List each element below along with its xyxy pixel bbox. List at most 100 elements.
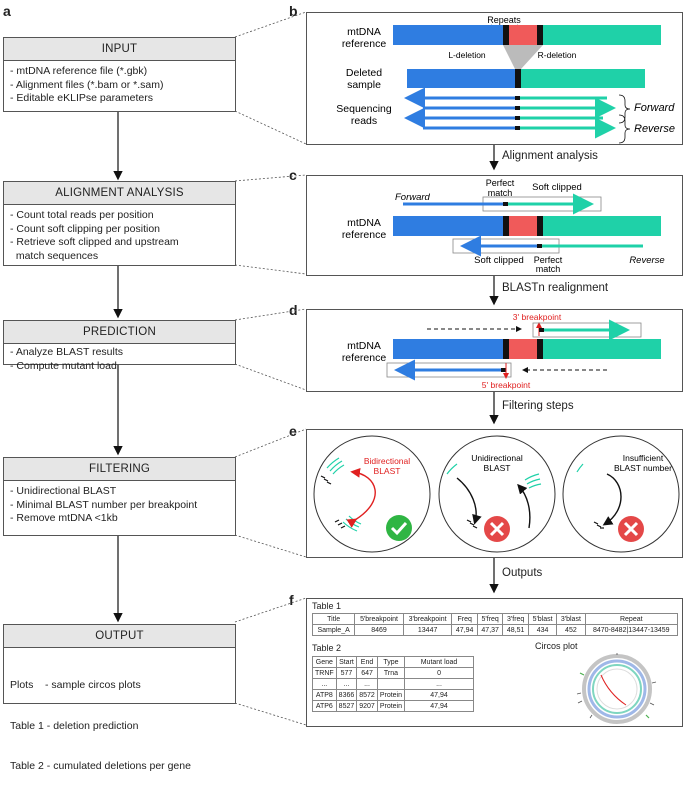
mtdna-label: mtDNA — [347, 340, 381, 352]
pipeline-item: Table 1 - deletion prediction — [10, 719, 139, 732]
deleted-repeat — [515, 69, 521, 88]
pipeline-item: Plots - sample circos plots — [10, 679, 141, 691]
table-row: ATP6 8527 9207 Protein 47,94 — [312, 700, 475, 712]
table2-cell: 9207 — [356, 700, 378, 712]
pipeline-title: FILTERING — [4, 458, 235, 481]
table2-cell: 0 — [404, 667, 475, 679]
panel-d-diagram: 3' breakpoint mtDNA reference 5' breakpo… — [342, 312, 661, 390]
table1-header: Title — [311, 613, 356, 625]
breakpoint-5-label: 5' breakpoint — [482, 380, 531, 390]
table1-header: 3'freq — [502, 613, 529, 625]
pipeline-box-alignment: ALIGNMENT ANALYSIS - Count total reads p… — [3, 181, 236, 266]
pipeline-item: - Retrieve soft clipped and upstream — [10, 236, 179, 248]
reference-blue-segment — [393, 25, 503, 45]
unidirectional-label: Unidirectional — [471, 453, 523, 463]
deletion-wedge — [503, 45, 543, 69]
pipeline-box-input: INPUT - mtDNA reference file (*.gbk) - A… — [3, 37, 236, 112]
perfect-label-bottom: Perfect — [534, 255, 563, 265]
soft-clipped-top: Soft clipped — [532, 182, 582, 193]
table1-header: 5'breakpoint — [354, 613, 404, 625]
panel-b-diagram: Repeats mtDNA reference L-deletion R-del… — [336, 15, 675, 144]
table2-cell: ... — [312, 678, 337, 690]
repeat-left — [503, 25, 509, 45]
panel-f: Table 1 Title 5'breakpoint 3'breakpoint … — [306, 598, 683, 727]
table2-cell: ... — [404, 678, 475, 690]
blast-number-label: BLAST number — [614, 463, 672, 473]
table2-cell: 47,94 — [404, 689, 475, 701]
sample-label: sample — [347, 79, 381, 91]
step-label: BLASTn realignment — [502, 282, 609, 294]
table2-header: Type — [376, 656, 406, 668]
pipeline-item: - Compute mutant load — [10, 359, 117, 372]
table1-header: 5'blast — [527, 613, 558, 625]
table1-cell: 13447 — [402, 624, 453, 636]
pipeline-box-prediction: PREDICTION - Analyze BLAST results - Com… — [3, 320, 236, 372]
pipeline-item: - Analyze BLAST results — [10, 346, 124, 358]
match-label-bottom: match — [536, 264, 561, 274]
table1-header: 3'breakpoint — [402, 613, 453, 625]
sequencing-label: Sequencing — [336, 103, 392, 115]
table1-header: 5'freq — [476, 613, 504, 625]
table2-cell: ATP6 — [312, 700, 337, 712]
bidirectional-blast-label: BLAST — [374, 466, 401, 476]
table2-title: Table 2 — [312, 643, 342, 653]
panel-label-f: f — [289, 592, 294, 608]
table2: Gene Start End Type Mutant load TRNF 577… — [312, 656, 475, 712]
table2-cell: Trna — [376, 667, 406, 679]
panel-label-d: d — [289, 302, 298, 318]
panel-label-b: b — [289, 3, 298, 19]
table2-cell: 577 — [335, 667, 358, 679]
pipeline-item: match sequences — [10, 249, 99, 262]
unidirectional-blast-label: BLAST — [484, 463, 511, 473]
table2-header: End — [356, 656, 378, 668]
table2-header: Start — [335, 656, 358, 668]
unidirectional-circle — [438, 435, 556, 553]
pipeline-item: - Minimal BLAST number per breakpoint — [10, 498, 198, 511]
table2-cell: 8572 — [356, 689, 378, 701]
soft-clipped-bottom: Soft clipped — [474, 255, 524, 266]
table2-cell: Protein — [376, 689, 406, 701]
table1-cell: 48,51 — [502, 624, 529, 636]
step-label: Filtering steps — [502, 400, 574, 412]
table2-cell: 8527 — [335, 700, 358, 712]
bidirectional-circle — [313, 435, 431, 553]
deleted-label: Deleted — [346, 67, 382, 79]
circos-plot — [576, 653, 657, 724]
panel-label-a: a — [3, 3, 11, 19]
check-icon — [386, 515, 412, 541]
table1-title: Table 1 — [312, 601, 342, 611]
reference-red-segment — [503, 25, 537, 45]
pipeline-item: Table 2 - cumulated deletions per gene — [10, 760, 191, 772]
l-deletion-label: L-deletion — [448, 50, 486, 60]
panel-c-diagram: Perfect match Soft clipped Forward mtDNA… — [342, 178, 665, 274]
pipeline-item: - Count soft clipping per position — [10, 222, 160, 235]
breakpoint-3-label: 3' breakpoint — [513, 312, 562, 322]
table-row: ATP8 8366 8572 Protein 47,94 — [312, 689, 475, 701]
table2-cell: ATP8 — [312, 689, 337, 701]
table2-header: Gene — [312, 656, 337, 668]
panel-e: Bidirectional BLAST Unidirectional BLAST… — [306, 429, 683, 558]
reads-label: reads — [351, 115, 377, 127]
table1-cell: 47,94 — [451, 624, 478, 636]
bidirectional-label: Bidirectional — [364, 456, 410, 466]
mtdna-label: mtDNA — [347, 217, 381, 229]
table-row: Sample_A 8469 13447 47,94 47,37 48,51 43… — [311, 624, 679, 636]
reverse-label: Reverse — [634, 123, 675, 135]
connector-layer — [113, 11, 499, 726]
panel-label-c: c — [289, 167, 297, 183]
mtdna-label: mtDNA — [347, 26, 381, 38]
pipeline-box-output: OUTPUT Plots - sample circos plots Table… — [3, 624, 236, 772]
panel-c: Perfect match Soft clipped Forward mtDNA… — [306, 175, 683, 276]
pipeline-item: - Editable eKLIPse parameters — [10, 92, 153, 104]
insufficient-label: Insufficient — [623, 453, 664, 463]
pipeline-title: PREDICTION — [4, 321, 235, 344]
table2-cell: TRNF — [312, 667, 337, 679]
panel-b: Repeats mtDNA reference L-deletion R-del… — [306, 12, 683, 145]
table1-cell: 47,37 — [476, 624, 504, 636]
forward-label: Forward — [395, 192, 431, 203]
table2-header: Mutant load — [404, 656, 475, 668]
table2-cell: 647 — [356, 667, 378, 679]
pipeline-box-filtering: FILTERING - Unidirectional BLAST - Minim… — [3, 457, 236, 536]
repeat-right — [537, 25, 543, 45]
reference-label: reference — [342, 352, 387, 364]
